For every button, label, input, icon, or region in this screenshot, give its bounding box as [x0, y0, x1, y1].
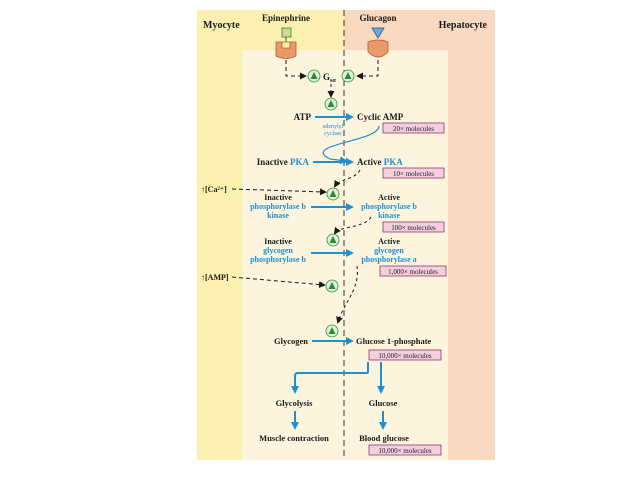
kinase-to-phosphorylase-path	[333, 216, 372, 235]
calcium-to-kinase-path	[231, 188, 327, 196]
kinase-100x-badge	[382, 221, 445, 233]
glucose-1-phosphate-label: Glucose 1-phosphate	[356, 336, 432, 346]
gs-label: Gsα	[323, 72, 336, 84]
gs-enzyme-left-triangle	[310, 72, 318, 79]
pka-10x-text: 10× molecules	[393, 170, 434, 178]
inactive-pka-label: Inactive PKA	[257, 157, 310, 167]
glycolysis-label: Glycolysis	[276, 398, 314, 408]
adenylyl-cyclase-label-1: adenylyl	[323, 124, 344, 130]
adenylyl-cyclase-triangle	[327, 100, 335, 107]
kinase-100x-text: 100× molecules	[391, 224, 436, 232]
active-pka-label: Active PKA	[357, 157, 403, 167]
kinase-enzyme-triangle	[329, 236, 337, 243]
active-phosphorylase-label-1: Active	[378, 237, 400, 246]
myocyte-label: Myocyte	[203, 20, 240, 31]
hepatocyte-label: Hepatocyte	[439, 20, 488, 31]
active-kinase-label-3: kinase	[378, 211, 400, 220]
glycogen-label: Glycogen	[274, 336, 308, 346]
pka-to-kinase-path	[333, 169, 361, 188]
pka-10x-badge	[382, 167, 445, 179]
inactive-kinase-label-1: Inactive	[264, 193, 292, 202]
glucagon-label: Glucagon	[359, 13, 396, 23]
glucose-label: Glucose	[369, 398, 398, 408]
cytoplasm-region	[242, 50, 448, 460]
blood-10000x-text: 10,000× molecules	[378, 447, 432, 455]
cyclic-amp-label: Cyclic AMP	[357, 112, 404, 122]
adenylyl-cyclase-label-2: cyclase	[324, 131, 342, 137]
epinephrine-ligand-icon	[281, 27, 292, 38]
amp-label: ↑[AMP]	[201, 273, 229, 282]
phosphorylase-to-glycogen-path	[336, 265, 358, 324]
g1p-10000x-text: 10,000× molecules	[378, 352, 432, 360]
glucagon-receptor-icon	[367, 39, 389, 58]
inactive-phosphorylase-label-1: Inactive	[264, 237, 292, 246]
active-kinase-label-1: Active	[378, 193, 400, 202]
inactive-phosphorylase-label-3: phosphorylase b	[250, 255, 306, 264]
pka-enzyme-triangle	[329, 190, 337, 197]
amp-20x-text: 20× molecules	[393, 125, 434, 133]
blood-10000x-badge	[368, 444, 442, 456]
camp-to-pka-arrow	[322, 125, 380, 165]
active-phosphorylase-label-2: glycogen	[374, 246, 404, 255]
gs-enzyme-right-triangle	[344, 72, 352, 79]
phosphorylase-1000x-badge	[379, 265, 447, 277]
muscle-contraction-label: Muscle contraction	[259, 433, 329, 443]
glucagon-to-gs-path	[356, 60, 379, 80]
amp-to-phosphorylase-path	[231, 276, 326, 289]
epinephrine-receptor-icon	[275, 41, 297, 59]
calcium-label: ↑[Ca²⁺]	[201, 185, 227, 194]
g1p-to-glycolysis-arrow	[291, 362, 369, 394]
amp-20x-badge	[382, 122, 445, 134]
blood-glucose-label: Blood glucose	[359, 433, 409, 443]
inactive-kinase-label-2: phosphorylase b	[250, 202, 306, 211]
atp-label: ATP	[294, 112, 312, 122]
active-phosphorylase-label-3: phosphorylase a	[361, 255, 416, 264]
inactive-kinase-label-3: kinase	[267, 211, 289, 220]
epinephrine-label: Epinephrine	[262, 13, 310, 23]
phosphorylase-1000x-text: 1,000× molecules	[388, 268, 438, 276]
g1p-10000x-badge	[368, 349, 442, 361]
amp-enzyme-triangle	[328, 282, 336, 289]
phosphorylase-enzyme-triangle	[328, 327, 336, 334]
glucagon-ligand-icon	[371, 27, 385, 39]
epinephrine-to-gs-path	[285, 60, 307, 80]
inactive-phosphorylase-label-2: glycogen	[263, 246, 293, 255]
active-kinase-label-2: phosphorylase b	[361, 202, 417, 211]
